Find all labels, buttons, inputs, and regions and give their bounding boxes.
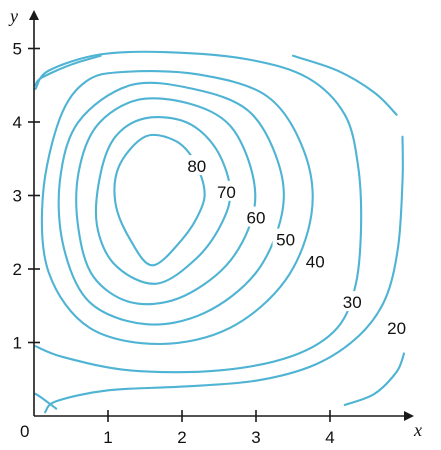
level-label-bg-30	[339, 291, 366, 312]
x-tick-label-2: 2	[177, 428, 186, 447]
x-tick-label-4: 4	[325, 428, 334, 447]
level-label-40: 40	[306, 253, 325, 272]
contour-lines	[34, 50, 406, 414]
x-axis-arrow	[404, 411, 414, 421]
level-label-50: 50	[276, 231, 295, 250]
level-label-bg-70	[213, 180, 240, 201]
contour-line-30-5	[34, 50, 363, 374]
contour-line-20-9	[343, 352, 406, 407]
contour-line-30-6	[44, 135, 404, 414]
contour-line-80-0	[113, 133, 206, 267]
level-label-bg-50	[272, 228, 299, 249]
level-label-bg-40	[302, 250, 329, 271]
level-labels: 80 70 60 50 40 30 20	[183, 155, 410, 338]
x-tick-label-1: 1	[103, 428, 112, 447]
x-tick-label-3: 3	[251, 428, 260, 447]
level-label-30: 30	[343, 293, 362, 312]
y-tick-label-3: 3	[13, 187, 22, 206]
contour-line-40-4	[40, 70, 314, 346]
level-label-bg-60	[243, 206, 269, 227]
level-label-70: 70	[217, 183, 236, 202]
tick-marks: 1 2 3 4 1 2 3 4 5	[13, 40, 335, 448]
contour-line-60-2	[75, 97, 257, 306]
y-axis-label: y	[8, 6, 18, 26]
contour-line-50-3	[57, 81, 285, 326]
level-label-bg-20	[383, 316, 410, 337]
y-tick-label-2: 2	[13, 260, 22, 279]
x-axis-label: x	[413, 420, 422, 440]
contour-line-20-7	[34, 54, 102, 87]
level-label-bg-80	[183, 155, 210, 176]
origin-label: 0	[20, 422, 29, 441]
contour-line-70-1	[94, 116, 232, 285]
contour-line-20-10	[34, 392, 58, 410]
y-axis-arrow	[29, 10, 39, 20]
level-label-60: 60	[247, 209, 266, 228]
level-label-20: 20	[387, 319, 406, 338]
level-label-80: 80	[187, 157, 206, 176]
y-tick-label-4: 4	[13, 113, 22, 132]
y-tick-label-1: 1	[13, 334, 22, 353]
contour-line-20-8	[291, 54, 398, 116]
y-tick-label-5: 5	[13, 40, 22, 59]
axes: x y 0	[8, 6, 422, 441]
